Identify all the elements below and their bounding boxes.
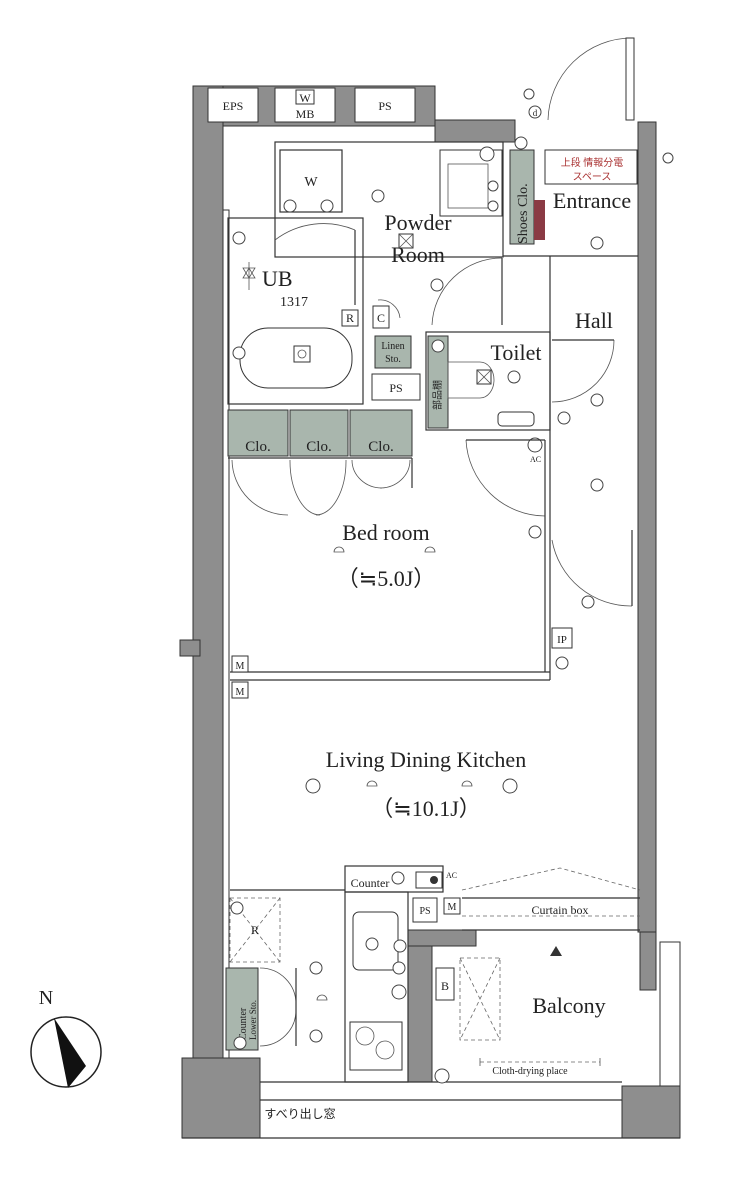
toilet-storage-label: 部品棚 bbox=[431, 380, 444, 410]
eps-box bbox=[207, 87, 259, 123]
stove bbox=[349, 1021, 403, 1071]
closet-2 bbox=[289, 409, 349, 457]
closet-2-label: Clo. bbox=[306, 439, 331, 455]
m-marker-2: M bbox=[236, 687, 245, 698]
info-panel-label-1: 上段 情報分電 bbox=[561, 156, 624, 169]
powder-room-label-1: Powder bbox=[384, 210, 452, 235]
shoes-closet bbox=[509, 149, 535, 245]
counter-lower-storage bbox=[225, 967, 259, 1051]
direction-arrow-icon bbox=[550, 946, 562, 956]
unit-bath: UB 1317 R C Linen Sto. PS bbox=[227, 217, 421, 405]
curtain-box-label: Curtain box bbox=[532, 903, 589, 917]
bed-room-label: Bed room bbox=[342, 520, 429, 545]
entrance-door: d bbox=[523, 37, 635, 121]
info-panel-space bbox=[544, 149, 638, 185]
fridge-area: R Counter Lower Sto. bbox=[225, 897, 297, 1051]
washer-label: W bbox=[304, 175, 318, 190]
north-arrow-icon bbox=[54, 1018, 86, 1088]
meter-boxes: EPS W MB PS bbox=[207, 87, 416, 123]
d-marker bbox=[528, 105, 542, 119]
entrance-light bbox=[523, 88, 535, 100]
bed-room-size: （≒5.0J） bbox=[337, 566, 436, 591]
boiler-box bbox=[435, 967, 455, 1001]
eps-label: EPS bbox=[223, 99, 244, 113]
closet-1 bbox=[227, 409, 289, 457]
entrance-area: Shoes Clo. 上段 情報分電 スペース Entrance bbox=[503, 136, 674, 257]
washer-space bbox=[279, 149, 343, 213]
ps-ub-label: PS bbox=[389, 381, 402, 395]
counter-lower-label-2: Lower Sto. bbox=[248, 1000, 258, 1040]
linen-storage bbox=[374, 335, 412, 369]
c-marker: C bbox=[377, 311, 385, 325]
boiler-label: B bbox=[441, 979, 449, 993]
closets: Clo. Clo. Clo. bbox=[227, 409, 413, 516]
ub-label: UB bbox=[262, 266, 293, 291]
d-label: d bbox=[533, 108, 538, 118]
sliding-window-label: すべり出し窓 bbox=[264, 1106, 335, 1121]
north-label: N bbox=[39, 987, 53, 1009]
counter-lower-label-1: Counter bbox=[238, 1007, 249, 1040]
ub-size-label: 1317 bbox=[280, 295, 308, 310]
ps-kitchen-label: PS bbox=[419, 906, 430, 917]
bed-room: Bed room （≒5.0J） M M bbox=[230, 440, 550, 699]
w-meter-label: W bbox=[299, 91, 311, 105]
outer-walls bbox=[179, 85, 681, 1139]
ps-ub-box bbox=[371, 373, 421, 401]
balcony: Balcony B Cloth-drying place bbox=[434, 957, 606, 1084]
fridge-space bbox=[229, 897, 281, 963]
toilet-label: Toilet bbox=[490, 340, 541, 365]
r-marker: R bbox=[346, 311, 354, 325]
ac-outdoor-unit bbox=[459, 957, 501, 1041]
ldk-size: （≒10.1J） bbox=[371, 796, 481, 821]
closet-3-label: Clo. bbox=[368, 439, 393, 455]
ps-top-label: PS bbox=[378, 99, 391, 113]
ac-marker-hall: AC bbox=[530, 455, 541, 464]
shoes-closet-label: Shoes Clo. bbox=[516, 183, 531, 244]
m-marker-3: M bbox=[448, 902, 457, 913]
info-panel-label-2: スペース bbox=[573, 172, 612, 183]
ldk-label: Living Dining Kitchen bbox=[326, 747, 526, 772]
entrance-step bbox=[534, 200, 545, 240]
closet-1-label: Clo. bbox=[245, 439, 270, 455]
cloth-drying-label: Cloth-drying place bbox=[492, 1066, 568, 1077]
linen-label-1: Linen bbox=[381, 341, 404, 352]
linen-label-2: Sto. bbox=[385, 354, 401, 365]
mb-label: MB bbox=[296, 107, 315, 121]
living-dining-kitchen: Living Dining Kitchen （≒10.1J） Curtain b… bbox=[230, 747, 641, 956]
entrance-label: Entrance bbox=[553, 188, 631, 213]
ac-marker-ldk: AC bbox=[446, 871, 457, 880]
m-marker-1: M bbox=[236, 661, 245, 672]
fridge-label: R bbox=[251, 923, 259, 937]
compass: N bbox=[30, 987, 102, 1088]
closet-3 bbox=[349, 409, 413, 457]
kitchen: Counter PS M bbox=[309, 865, 461, 1083]
ip-marker: IP bbox=[557, 634, 567, 646]
powder-room: W Powder Room bbox=[274, 141, 504, 326]
w-meter-box bbox=[295, 89, 315, 105]
ps-top-box bbox=[354, 87, 416, 123]
toilet: 部品棚 Toilet bbox=[425, 331, 571, 431]
hall: Hall IP AC bbox=[465, 256, 633, 680]
counter-label: Counter bbox=[351, 876, 390, 890]
hall-label: Hall bbox=[575, 308, 613, 333]
balcony-label: Balcony bbox=[532, 993, 605, 1018]
